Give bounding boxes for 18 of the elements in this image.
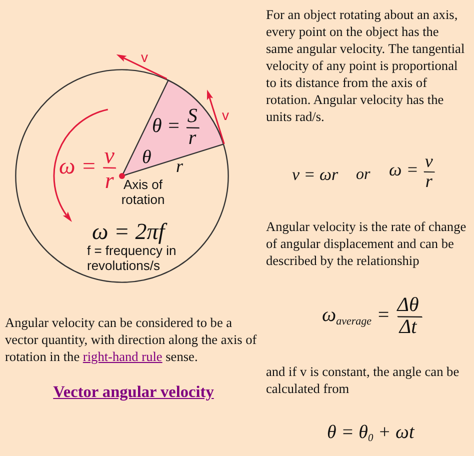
average-angular-velocity-formula: ω$_{average}$ = Δθ/Δt [322, 296, 424, 337]
paragraph: For an object rotating about an axis, every point on the object has the same angular velocity. The tangential velocity of any point is proportional to its distance from the axis of rotation. Angular velocity has the units rad/s. [266, 6, 466, 125]
rotating-disc [15, 69, 229, 283]
velocity-label: v [141, 50, 148, 64]
heading-link: Vector angular velocity [52, 382, 215, 401]
conjunction-text: or [356, 167, 372, 183]
paragraph: and if v is constant, the angle can be calculated from [266, 363, 460, 397]
frequency-formula: ω = 2πf [92, 220, 168, 243]
inline-link: right-hand rule [82, 349, 162, 364]
frequency-note: f = frequency in revolutions/s [87, 243, 178, 273]
velocity-label: v [222, 108, 229, 122]
angle-formula: θ = θ$_{0}$ + ωt [327, 423, 416, 442]
paragraph: Angular velocity can be considered to be a vector quantity, with direction along the axis of rotation in the right-hand rule sense. [5, 314, 258, 365]
angle-label: θ [142, 148, 152, 167]
velocity-formula: v = ωr [292, 166, 340, 183]
radius-label: r [176, 157, 184, 175]
paragraph: Angular velocity is the rate of change of angular displacement and can be described by the relationship [266, 218, 468, 269]
axis-label: Axis of rotation [120, 177, 166, 207]
